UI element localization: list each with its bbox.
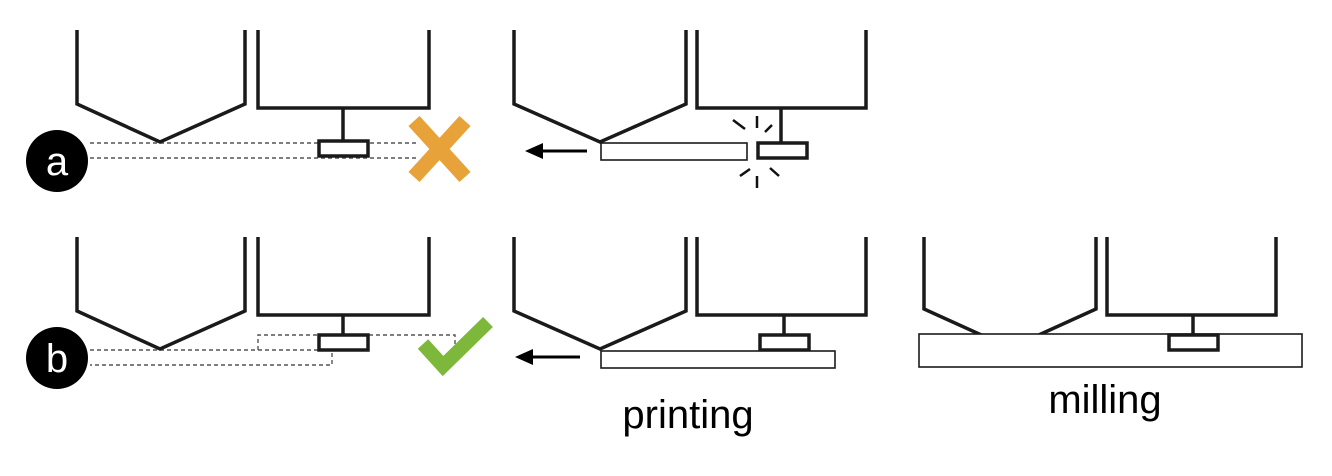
left-arrow-head	[515, 349, 533, 365]
row-a: a	[26, 30, 868, 192]
mill-tool	[756, 141, 809, 160]
mill-tool	[317, 139, 370, 158]
printing-caption: printing	[622, 393, 753, 437]
row-b-guide-lines	[90, 334, 456, 366]
nozzle-hopper	[512, 237, 688, 351]
printed-layer	[600, 142, 748, 161]
row-a-label: a	[46, 140, 69, 184]
mill-tool	[758, 333, 811, 352]
left-arrow-head	[525, 143, 543, 159]
nozzle-hopper	[512, 30, 688, 144]
cross-icon	[408, 115, 471, 183]
nozzle-hopper	[922, 237, 1098, 350]
nozzle-hopper	[75, 237, 247, 351]
row-a-badge: a	[26, 130, 88, 192]
check-icon	[417, 316, 493, 377]
mill-housing	[695, 30, 868, 110]
row-a-setup-panel	[75, 30, 471, 183]
row-b-setup-panel	[75, 237, 493, 377]
collision-spark-icon	[732, 116, 780, 188]
row-b-milling-panel	[918, 237, 1303, 368]
mill-tool	[317, 333, 370, 352]
mill-housing	[695, 237, 868, 317]
row-b: b	[26, 237, 1303, 389]
row-b-printing-panel	[512, 237, 868, 369]
milling-caption: milling	[1048, 378, 1161, 422]
printed-layer	[600, 350, 836, 369]
printed-layer	[918, 333, 1303, 368]
mill-housing	[256, 30, 431, 110]
mill-tool	[1167, 333, 1220, 352]
row-b-label: b	[46, 337, 68, 381]
row-a-printing-panel	[512, 30, 868, 188]
nozzle-hopper	[75, 30, 247, 144]
mill-housing	[256, 237, 431, 317]
row-b-badge: b	[26, 327, 88, 389]
mill-housing	[1105, 237, 1278, 317]
